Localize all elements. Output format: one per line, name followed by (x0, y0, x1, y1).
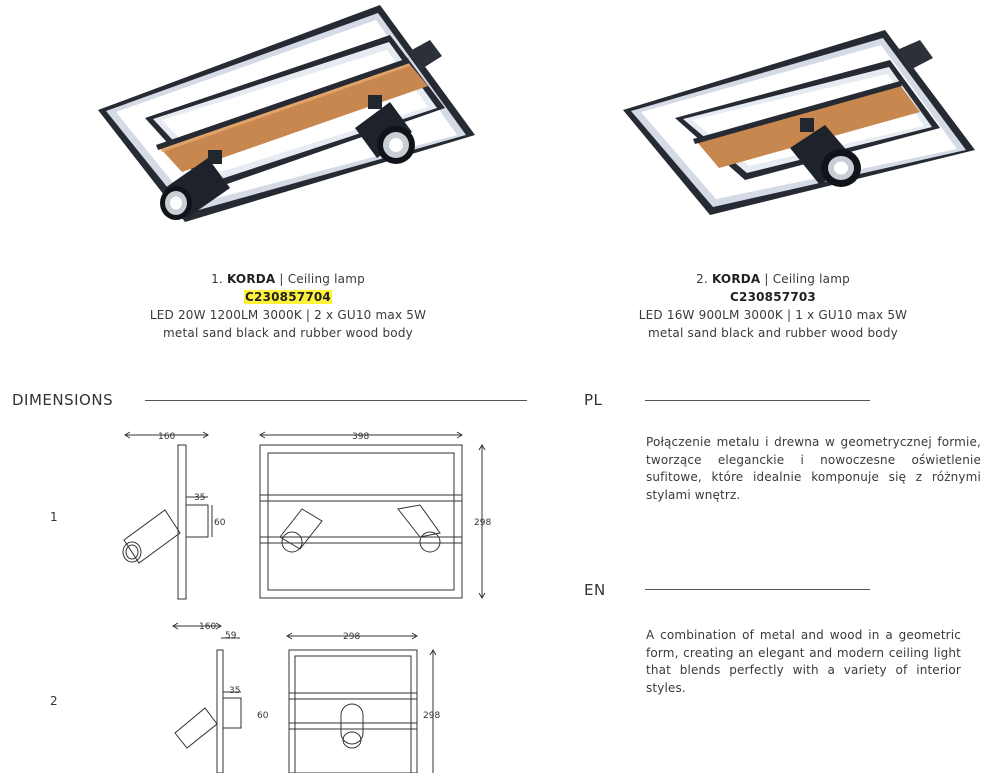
title-separator: | (760, 272, 773, 286)
dim-front-height: 298 (474, 518, 491, 528)
dimension-drawing-1: 160 35 60 398 298 (122, 431, 491, 600)
product-image-2 (623, 30, 975, 215)
product-caption-1: 1. KORDA | Ceiling lamp C230857704 LED 2… (88, 270, 488, 342)
spotlight-right (355, 95, 415, 164)
dim-front-width: 398 (352, 432, 369, 442)
dim-front-height: 298 (423, 711, 440, 721)
spotlight-center (790, 118, 861, 187)
product-name: KORDA (226, 272, 276, 286)
spotlight-left (160, 150, 230, 220)
dimension-row-label-1: 1 (50, 510, 58, 524)
product-code: C230857704 (244, 290, 332, 304)
dim-height: 60 (257, 711, 269, 721)
dimension-row-label-2: 2 (50, 694, 58, 708)
product-image-1 (98, 5, 475, 222)
product-name: KORDA (711, 272, 761, 286)
dimensions-rule (145, 400, 527, 401)
title-separator: | (275, 272, 288, 286)
lang-title-pl: PL (584, 391, 603, 409)
pl-rule (645, 400, 870, 401)
product-caption-2: 2. KORDA | Ceiling lamp C230857703 LED 1… (573, 270, 973, 342)
description-en: A combination of metal and wood in a geo… (646, 628, 961, 695)
product-title-line: 2. KORDA | Ceiling lamp (573, 270, 973, 288)
lang-title-en: EN (584, 581, 606, 599)
dim-side-width: 160 (199, 622, 216, 632)
dim-side-width: 160 (158, 432, 175, 442)
dim-front-width: 298 (343, 632, 360, 642)
dimensions-title: DIMENSIONS (12, 391, 114, 409)
dimension-drawing-2: 160 59 35 60 298 298 (172, 622, 440, 773)
dim-depth: 35 (194, 493, 205, 503)
product-number: 2. (696, 272, 708, 286)
description-pl: Połączenie metalu i drewna w geometryczn… (646, 435, 981, 502)
product-type: Ceiling lamp (772, 272, 850, 286)
product-title-line: 1. KORDA | Ceiling lamp (88, 270, 488, 288)
dim-depth: 35 (229, 686, 240, 696)
product-number: 1. (211, 272, 223, 286)
dim-height: 60 (214, 518, 226, 528)
product-finish: metal sand black and rubber wood body (163, 326, 413, 340)
product-finish: metal sand black and rubber wood body (648, 326, 898, 340)
product-spec: LED 20W 1200LM 3000K | 2 x GU10 max 5W (149, 308, 427, 322)
en-rule (645, 589, 870, 590)
dim-offset: 59 (225, 631, 237, 641)
product-spec: LED 16W 900LM 3000K | 1 x GU10 max 5W (638, 308, 908, 322)
product-type: Ceiling lamp (287, 272, 365, 286)
product-code: C230857703 (730, 290, 816, 304)
